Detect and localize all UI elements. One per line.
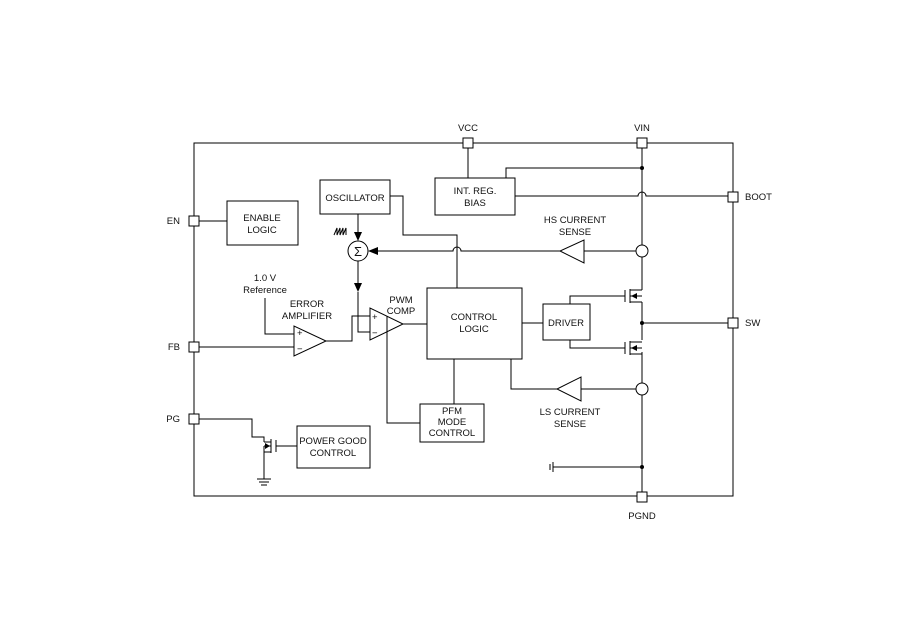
enable-logic-label-2: LOGIC	[247, 225, 277, 236]
pwm-comp-plus: +	[372, 312, 378, 323]
junction-dot	[640, 465, 644, 469]
error-amplifier	[293, 325, 328, 357]
driver-block	[542, 303, 591, 341]
pwm-comp-label-1: PWM	[389, 295, 412, 306]
summing-symbol: Σ	[354, 244, 362, 259]
pin-vin-label: VIN	[634, 123, 650, 134]
enable-logic-label-1: ENABLE	[243, 213, 281, 224]
error-amp-minus: −	[297, 344, 303, 355]
pin-vcc	[462, 137, 474, 149]
hs-sense-node	[635, 244, 649, 258]
power-good-block	[296, 425, 371, 469]
pin-en	[188, 215, 200, 227]
power-good-label-1: POWER GOOD	[299, 436, 367, 447]
pg-open-drain-mosfet	[263, 439, 277, 458]
hs-current-sense-label-1: HS CURRENT	[544, 215, 606, 226]
int-reg-label-2: BIAS	[464, 198, 486, 209]
low-side-mosfet	[624, 341, 642, 355]
pin-pg-label: PG	[166, 414, 180, 425]
control-logic-label-1: CONTROL	[451, 312, 497, 323]
pin-fb-label: FB	[168, 342, 180, 353]
hs-current-sense-label-2: SENSE	[559, 227, 591, 238]
pin-pgnd	[636, 491, 648, 503]
wiring	[199, 148, 728, 492]
pwm-comp-label-2: COMP	[387, 306, 416, 317]
int-reg-label-1: INT. REG.	[454, 186, 497, 197]
control-logic-label-2: LOGIC	[459, 324, 489, 335]
reference-label-2: Reference	[243, 285, 287, 296]
hs-current-sense-amp	[558, 239, 585, 264]
pin-boot-label: BOOT	[745, 192, 772, 203]
high-side-mosfet	[624, 289, 642, 303]
pfm-mode-label-1: PFM	[442, 406, 462, 417]
error-amp-label-1: ERROR	[290, 299, 324, 310]
pin-en-label: EN	[167, 216, 180, 227]
pin-boot	[727, 191, 739, 203]
pfm-mode-label-3: CONTROL	[429, 428, 475, 439]
junction-dot	[640, 321, 644, 325]
oscillator-block	[319, 179, 391, 215]
pin-pgnd-label: PGND	[628, 511, 656, 522]
error-amp-label-2: AMPLIFIER	[282, 311, 332, 322]
enable-logic-block	[226, 200, 299, 246]
ls-current-sense-amp	[555, 376, 582, 402]
pwm-comp-minus: −	[372, 328, 378, 339]
pin-vin	[636, 137, 648, 149]
pin-pg	[188, 413, 200, 425]
pin-fb	[188, 341, 200, 353]
int-reg-block	[434, 177, 516, 216]
error-amp-plus: +	[297, 328, 303, 339]
pfm-mode-label-2: MODE	[438, 417, 467, 428]
oscillator-label: OSCILLATOR	[325, 193, 384, 204]
pin-vcc-label: VCC	[458, 123, 478, 134]
power-good-label-2: CONTROL	[310, 448, 356, 459]
driver-label: DRIVER	[548, 318, 584, 329]
pin-sw	[727, 317, 739, 329]
sawtooth-icon	[333, 227, 347, 236]
ls-sense-node	[635, 382, 649, 396]
ls-current-sense-label-2: SENSE	[554, 419, 586, 430]
junction-dot	[640, 166, 644, 170]
reference-label-1: 1.0 V	[254, 273, 277, 284]
pin-sw-label: SW	[745, 318, 760, 329]
ls-current-sense-label-1: LS CURRENT	[540, 407, 601, 418]
